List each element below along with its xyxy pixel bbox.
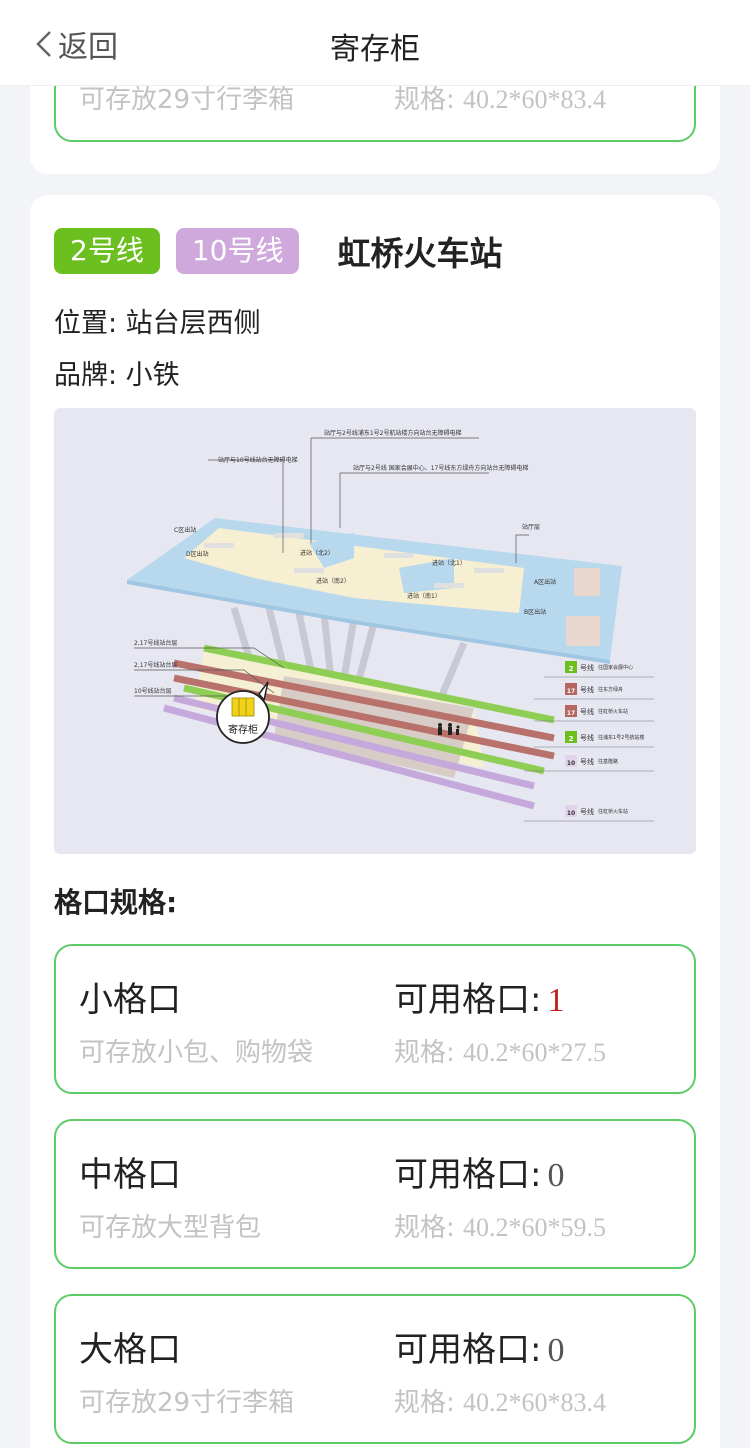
map-label-exit-c: C区出站 (174, 526, 196, 534)
available-count: 0 (547, 1157, 565, 1194)
svg-text:号线: 号线 (580, 707, 594, 716)
map-label-elevator-2: 站厅与2号线浦东1号2号航站楼方向站台无障碍电梯 (324, 429, 461, 437)
spec-desc: 可存放大型背包 (79, 1213, 262, 1243)
available-count: 1 (547, 982, 565, 1019)
spec-box-medium[interactable]: 中格口 可存放大型背包 可用格口:0 规格: 40.2*60*59.5 (54, 1119, 696, 1269)
map-label-exit-a: A区出站 (534, 578, 556, 586)
spec-box-large[interactable]: 大格口 可存放29寸行李箱 可用格口:0 规格: 40.2*60*83.4 (54, 1294, 696, 1444)
spec-size: 规格: 40.2*60*59.5 (394, 1213, 607, 1243)
back-button[interactable]: 返回 (34, 22, 118, 66)
station-header: 2号线 10号线 虹桥火车站 (54, 227, 502, 275)
svg-text:往虹桥火车站: 往虹桥火车站 (598, 808, 628, 815)
svg-text:10: 10 (567, 810, 575, 817)
spec-name: 大格口 (79, 1330, 181, 1370)
svg-text:往国家会展中心: 往国家会展中心 (598, 664, 633, 671)
platform-line-labels: 2 号线往国家会展中心 17 号线往东方绿舟 17 号线往虹桥火车站 2 号线往… (524, 661, 654, 822)
spec-available: 可用格口:0 (394, 1155, 565, 1195)
locker-icon (231, 697, 255, 717)
map-label-platform-3: 10号线站台层 (134, 687, 172, 695)
line-badge-10: 10号线 (175, 228, 300, 274)
svg-text:2: 2 (569, 735, 574, 743)
back-label: 返回 (58, 30, 118, 65)
station-map[interactable]: 站厅与10号线站台无障碍电梯 站厅与2号线浦东1号2号航站楼方向站台无障碍电梯 … (54, 408, 696, 854)
map-label-concourse: 站厅层 (522, 523, 540, 531)
locker-callout-label: 寄存柜 (228, 723, 258, 736)
map-label-entry-s2: 进站（南2） (316, 577, 350, 585)
concourse-paid-area (184, 528, 524, 613)
spec-size: 规格: 40.2*60*83.4 (394, 1388, 607, 1418)
platform-line-label: 17 号线往东方绿舟 (534, 683, 654, 700)
restroom-icon (438, 723, 460, 735)
map-label-entry-n2: 进站（北2） (300, 549, 334, 557)
spec-available: 可用格口:1 (394, 980, 565, 1020)
platform-line-label: 2 号线往浦东1号2号航站楼 (534, 731, 654, 748)
spec-desc: 可存放小包、购物袋 (79, 1038, 314, 1068)
svg-text:2: 2 (569, 665, 574, 673)
spec-box-small[interactable]: 小格口 可存放小包、购物袋 可用格口:1 规格: 40.2*60*27.5 (54, 944, 696, 1094)
svg-text:往浦东1号2号航站楼: 往浦东1号2号航站楼 (598, 734, 644, 741)
svg-text:号线: 号线 (580, 757, 594, 766)
spec-size: 规格: 40.2*60*83.4 (394, 85, 607, 115)
location-text: 位置: 站台层西侧 (54, 308, 261, 339)
svg-text:往虹桥火车站: 往虹桥火车站 (598, 708, 628, 715)
map-label-platform-2: 2,17号线站台层 (134, 661, 177, 669)
svg-text:17: 17 (567, 688, 575, 695)
station-locker-card: 2号线 10号线 虹桥火车站 位置: 站台层西侧 品牌: 小铁 (30, 195, 720, 1448)
locker-callout: 寄存柜 (216, 681, 270, 744)
svg-text:10: 10 (567, 760, 575, 767)
page-title: 寄存柜 (330, 32, 420, 67)
brand-text: 品牌: 小铁 (54, 360, 180, 391)
map-label-entry-s1: 进站（南1） (407, 592, 441, 600)
spec-desc: 可存放29寸行李箱 (79, 85, 295, 115)
map-label-exit-b: B区出站 (524, 608, 546, 616)
map-label-elevator-1: 站厅与10号线站台无障碍电梯 (218, 456, 298, 464)
platform-line-label: 2 号线往国家会展中心 (544, 661, 654, 678)
map-label-exit-d: D区出站 (186, 550, 209, 558)
spec-size: 规格: 40.2*60*27.5 (394, 1038, 607, 1068)
station-map-drawing: 站厅与10号线站台无障碍电梯 站厅与2号线浦东1号2号航站楼方向站台无障碍电梯 … (127, 429, 654, 822)
spec-desc: 可存放29寸行李箱 (79, 1388, 295, 1418)
svg-text:号线: 号线 (580, 733, 594, 742)
spec-section-title: 格口规格: (54, 886, 178, 919)
svg-text:号线: 号线 (580, 807, 594, 816)
svg-text:17: 17 (567, 710, 575, 717)
nav-bar: 返回 寄存柜 (0, 0, 750, 86)
available-count: 0 (547, 1332, 565, 1369)
line-badge-2: 2号线 (54, 228, 160, 274)
svg-text:往基隆路: 往基隆路 (598, 758, 618, 765)
station-name: 虹桥火车站 (337, 234, 503, 273)
platform-line-label: 10 号线往基隆路 (524, 755, 654, 772)
platform-line-label: 17 号线往虹桥火车站 (534, 705, 654, 722)
spec-name: 小格口 (79, 980, 181, 1020)
svg-text:号线: 号线 (580, 663, 594, 672)
platform-line-label: 10 号线往虹桥火车站 (524, 805, 654, 822)
svg-text:往东方绿舟: 往东方绿舟 (598, 686, 623, 693)
spec-available: 可用格口:0 (394, 1330, 565, 1370)
map-label-platform-1: 2,17号线站台层 (134, 639, 177, 647)
svg-text:号线: 号线 (580, 685, 594, 694)
map-label-entry-n1: 进站（北1） (432, 559, 466, 567)
spec-name: 中格口 (79, 1155, 181, 1195)
chevron-left-icon (36, 31, 51, 57)
map-label-elevator-3: 站厅与2号线 国家会展中心、17号线东方绿舟方向站台无障碍电梯 (353, 464, 528, 472)
